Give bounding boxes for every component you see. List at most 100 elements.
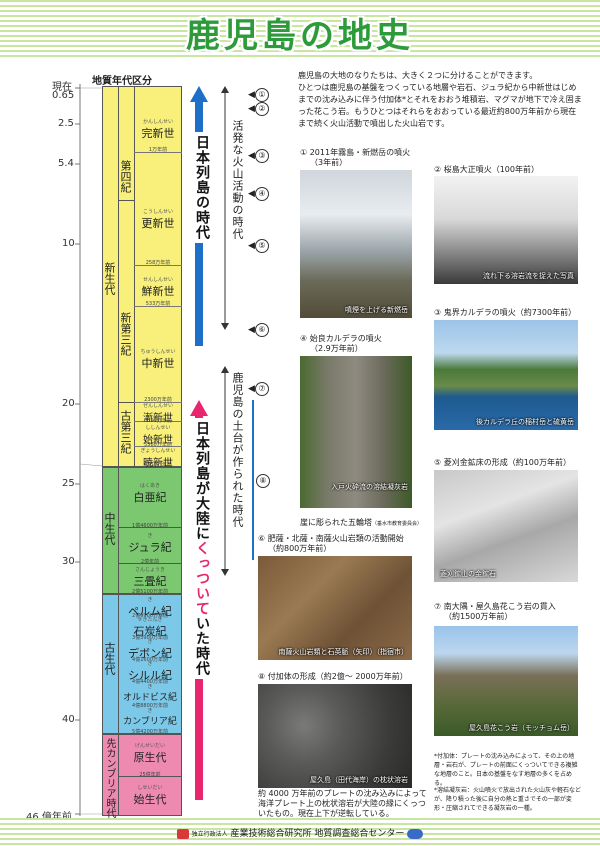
- scale-label: 25: [62, 478, 75, 489]
- epoch-pliocene: せんしんせい鮮新世: [141, 277, 175, 298]
- period-cambrian: きカンブリア紀: [123, 708, 177, 727]
- intro-line-1: 鹿児島の大地のなりたちは、大きく２つに分けることができます。: [298, 71, 538, 80]
- photo-title-6: ⑥ 肥薩・北薩・南薩火山岩類の活動開始（約800万年前）: [258, 534, 404, 553]
- year-label: 1万年前: [148, 147, 168, 153]
- era-label-mesozoic: 中生代: [103, 512, 116, 545]
- marker-4: ◀④: [248, 181, 269, 201]
- marker-8: ⑧: [256, 468, 270, 488]
- epoch-paleocene: ぎょうしんせい暁新世: [140, 448, 176, 469]
- paleozoic-block: [102, 594, 182, 734]
- epoch-oligocene: ぜんしんせい漸新世: [142, 403, 173, 424]
- boundary-line: [118, 402, 134, 403]
- photo-kikai-caldera: 後カルデラ丘の稲村岳と硫黄岳: [434, 320, 578, 430]
- arrow-label-red-part1: 日本列島が大陸に: [194, 421, 210, 541]
- year-label: 5580万年前: [144, 442, 172, 448]
- header-stripes: [0, 0, 600, 58]
- year-label: 6550万年前: [144, 462, 172, 468]
- period-line: [118, 776, 182, 777]
- year-label: 2億年前: [140, 559, 160, 565]
- year-label: 4億8800万年前: [132, 703, 168, 709]
- era-divider: [118, 86, 119, 816]
- marker-2: ◀②: [248, 96, 269, 116]
- period-carboniferous: せきたんき石炭紀: [133, 617, 167, 638]
- epoch-pleistocene: こうしんせい更新世: [141, 209, 175, 230]
- period-ordovician: きオルドビス紀: [122, 684, 177, 703]
- period-jurassic: きジュラ紀: [128, 533, 172, 554]
- marker-5: ◀⑤: [248, 233, 269, 253]
- year-label: 1億4600万年前: [132, 523, 168, 529]
- footer-center: 地質調査総合センター: [314, 829, 405, 839]
- footer-org-small: 独立行政法人: [191, 831, 228, 838]
- photo-subcaption-4: 崖に彫られた五輪塔（垂水市教育委員会）: [300, 518, 423, 527]
- mesozoic-block: [102, 467, 182, 594]
- period-cretaceous: はくあき白亜紀: [133, 483, 167, 504]
- gsj-logo-icon: [407, 828, 424, 839]
- marker-6: ◀⑥: [248, 317, 269, 337]
- year-label: 4億1600万年前: [132, 657, 168, 663]
- scale-label: 現在: [52, 82, 72, 93]
- photo-title-1: ① 2011年霧島・新燃岳の噴火（3年前）: [300, 148, 411, 167]
- footer-org: 産業技術総合研究所: [230, 829, 312, 839]
- period-devonian: きデボン紀: [128, 639, 172, 660]
- era-label-paleozoic: 古生代: [103, 642, 116, 675]
- photo-title-5: ⑤ 菱刈金鉱床の形成（約100万年前）: [434, 458, 571, 467]
- period-silurian: きシルル紀: [128, 661, 172, 682]
- aist-logo-icon: [176, 828, 189, 839]
- epoch-holocene: かんしんせい完新世: [141, 119, 175, 140]
- year-label: 2億5100万年前: [132, 589, 168, 595]
- year-label: 3390万年前: [144, 418, 172, 424]
- scale-label: 46 億年前: [26, 808, 72, 823]
- epoch-miocene: ちゅうしんせい中新世: [140, 349, 176, 370]
- period-triassic: さんじょうき三畳紀: [133, 567, 167, 588]
- cenozoic-block: [102, 86, 182, 467]
- photo-title-8: ⑧ 付加体の形成（約2億〜 2000万年前）: [258, 672, 408, 681]
- intro-text: 鹿児島の大地のなりたちは、大きく２つに分けることができます。 ひとつは鹿児島の基…: [298, 70, 584, 130]
- epoch-eocene: ししんせい始新世: [143, 425, 173, 446]
- footer: 独立行政法人 産業技術総合研究所 地質調査総合センター: [0, 826, 600, 839]
- scale-guides: [80, 87, 103, 815]
- footer-stripes: [0, 818, 600, 846]
- arrow-label-red: 日本列島が大陸に くっついて いた時代: [192, 418, 212, 679]
- range-bar-8: [252, 400, 254, 560]
- scale-label: 5.4: [58, 158, 74, 169]
- photo-pillow-lava: 屋久島（田代海岸）の枕状溶岩: [258, 684, 412, 788]
- page-title: 鹿児島の地史: [186, 16, 414, 56]
- scale-label: 40: [62, 714, 75, 725]
- bracket-foundation: [221, 366, 229, 576]
- scale-label: 0.65: [52, 90, 75, 101]
- year-label: 2300万年前: [144, 397, 172, 403]
- photo-hishikari: 菱刈鉱山の金鉱石: [434, 470, 578, 582]
- year-label: 258万年前: [145, 260, 171, 266]
- arrow-label-blue: 日本列島の時代: [192, 132, 212, 243]
- arrow-label-red-part2: くっついて: [194, 541, 210, 616]
- period-label-paleogene: 古第三紀: [119, 410, 132, 454]
- year-label: 5億4200万年前: [132, 729, 168, 735]
- period-archean: しせいだい始生代: [133, 785, 167, 806]
- photo-yakushima: 屋久島花こう岩（モッチョム岳）: [434, 626, 578, 736]
- year-label: 25億年前: [139, 772, 161, 778]
- bracket-label-foundation: 鹿児島の土台が作られた時代: [229, 372, 245, 528]
- bracket-volcanic: [221, 86, 229, 330]
- scale-label: 20: [62, 398, 75, 409]
- photo-title-3: ③ 鬼界カルデラの噴火（約7300年前）: [434, 308, 577, 317]
- year-label: 2億9900万年前: [132, 613, 168, 619]
- year-label: 3億5900万年前: [132, 635, 168, 641]
- marker-3: ◀③: [248, 143, 269, 163]
- note-accretionary: *付加体：プレートの沈み込みによって、その上の地層・岩石が、プレートの前面にくっ…: [434, 753, 578, 787]
- epoch-line: [134, 152, 182, 153]
- photo-title-4: ④ 始良カルデラの噴火（2.9万年前）: [300, 334, 382, 353]
- period-label-quaternary: 第四紀: [119, 160, 132, 193]
- period-divider: [134, 86, 135, 467]
- epoch-line: [134, 402, 182, 403]
- epoch-line: [134, 421, 182, 422]
- marker-1: ◀①: [248, 82, 269, 102]
- epoch-line: [134, 306, 182, 307]
- period-label-neogene: 新第三紀: [119, 312, 132, 356]
- intro-line-2: ひとつは鹿児島の基盤をつくっている地層や岩石、ジュラ紀から中新世はじめまでの沈み…: [298, 83, 582, 128]
- period-proterozoic: げんせいだい原生代: [133, 743, 167, 764]
- year-label: 533万年前: [145, 301, 171, 307]
- epoch-line: [134, 446, 182, 447]
- precambrian-block: [102, 734, 182, 816]
- period-permian: きペルム紀: [128, 597, 172, 618]
- scale-axis: [75, 84, 81, 816]
